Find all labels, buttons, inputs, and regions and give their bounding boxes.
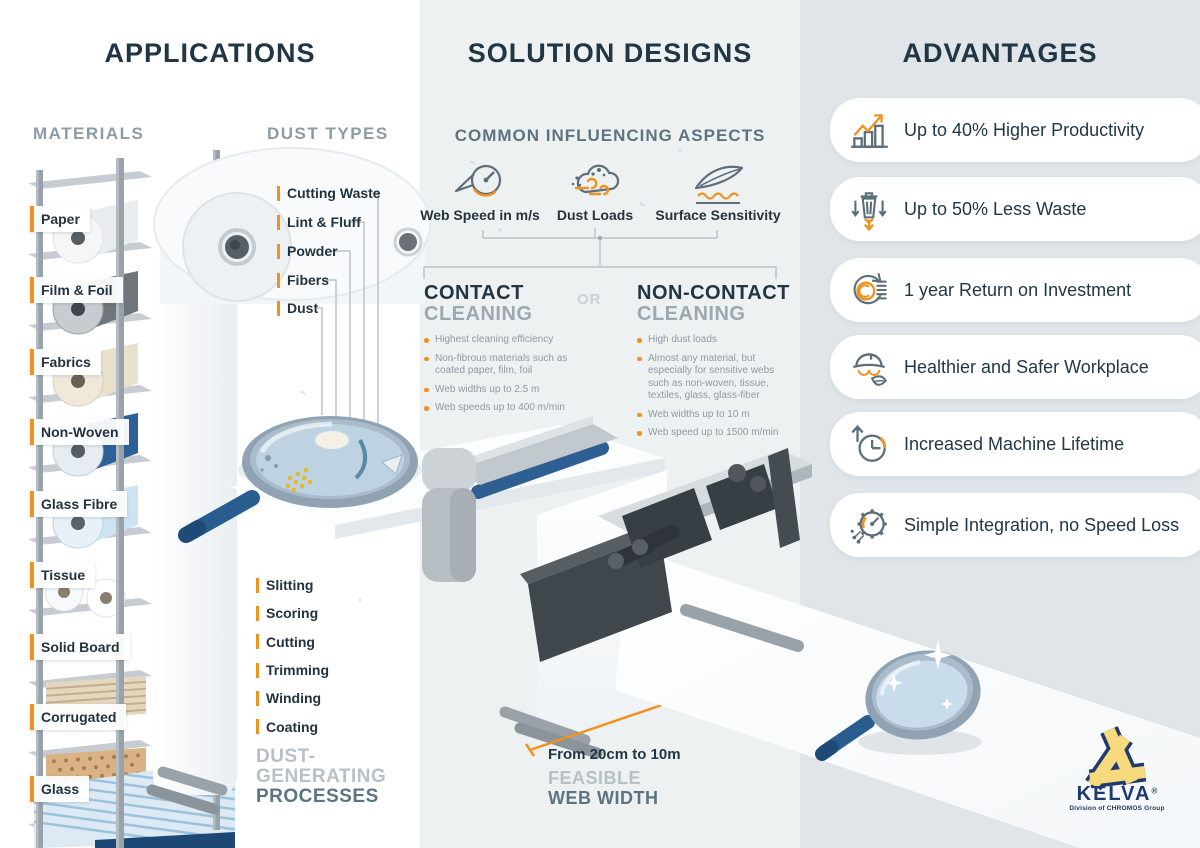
gear-gauge-icon xyxy=(850,509,887,544)
advantage-label: 1 year Return on Investment xyxy=(904,279,1132,300)
speedometer-icon xyxy=(454,164,502,197)
material-label-solid-board: Solid Board xyxy=(30,634,130,660)
processes-caption: DUST- GENERATING PROCESSES xyxy=(256,746,387,807)
bullet: Almost any material, but especially for … xyxy=(637,353,779,403)
waste-bin-icon xyxy=(851,192,887,232)
advantage-card-roi: 1 year Return on Investment xyxy=(830,258,1200,322)
material-label-tissue: Tissue xyxy=(30,562,96,588)
bullet: High dust loads xyxy=(637,334,779,347)
solution-designs-title: SOLUTION DESIGNS xyxy=(467,38,753,68)
dark-end-plate xyxy=(528,534,672,662)
productivity-chart-icon xyxy=(851,114,888,148)
roi-coin-icon xyxy=(853,273,887,305)
or-label: OR xyxy=(577,291,602,308)
contact-cleaning-title: CONTACT xyxy=(424,282,524,304)
blue-roller xyxy=(471,441,609,499)
feather-icon xyxy=(694,165,744,204)
materials-heading: MATERIALS xyxy=(33,124,145,143)
contact-cleaning-subtitle: CLEANING xyxy=(424,303,533,325)
bullet: Web speeds up to 400 m/min xyxy=(424,402,582,415)
aspect-dust-loads: Dust Loads xyxy=(556,207,634,223)
advantage-card-workplace: Healthier and Safer Workplace xyxy=(830,335,1200,399)
advantage-label: Healthier and Safer Workplace xyxy=(904,356,1149,377)
orange-bar xyxy=(277,243,280,259)
web-width-measure xyxy=(524,703,663,757)
advantage-label: Up to 50% Less Waste xyxy=(904,198,1087,219)
material-label-corrugated: Corrugated xyxy=(30,704,127,730)
side-rail xyxy=(768,448,800,548)
clock-up-arrow-icon xyxy=(851,425,887,462)
non-contact-cleaning-bullets: High dust loads Almost any material, but… xyxy=(637,334,779,446)
advantage-label: Simple Integration, no Speed Loss xyxy=(904,514,1180,535)
orange-bar xyxy=(277,185,280,201)
advantage-card-lifetime: Increased Machine Lifetime xyxy=(830,412,1200,476)
advantage-label: Increased Machine Lifetime xyxy=(904,433,1125,454)
process-winding: Winding xyxy=(256,684,329,712)
orange-bar xyxy=(277,300,280,316)
process-trimming: Trimming xyxy=(256,656,329,684)
material-label-film-foil: Film & Foil xyxy=(30,277,123,303)
web-roller xyxy=(146,784,220,815)
kelva-logo-name: KELVA xyxy=(1076,783,1152,805)
sparkles xyxy=(885,641,953,710)
bullet: Web widths up to 10 m xyxy=(637,409,779,422)
advantage-card-less-waste: Up to 50% Less Waste xyxy=(830,177,1200,241)
orange-bar xyxy=(277,272,280,288)
process-scoring: Scoring xyxy=(256,599,329,627)
non-contact-cleaning-title: NON-CONTACT xyxy=(637,282,790,304)
material-label-paper: Paper xyxy=(30,206,90,232)
dust-cloud-icon xyxy=(571,164,620,196)
material-label-glass: Glass xyxy=(30,776,90,802)
process-coating: Coating xyxy=(256,712,329,740)
bullet: Web widths up to 2.5 m xyxy=(424,384,582,397)
dust-particles xyxy=(260,431,403,493)
advantage-card-integration: Simple Integration, no Speed Loss xyxy=(830,493,1200,557)
dust-type-fibers: Fibers xyxy=(277,272,329,288)
material-label-fabrics: Fabrics xyxy=(30,349,101,375)
bullet: Highest cleaning efficiency xyxy=(424,334,582,347)
feasible-web-width-caption: FEASIBLE WEB WIDTH xyxy=(548,768,659,808)
web-width-measure-label: From 20cm to 10m xyxy=(548,746,681,763)
dust-type-lint-fluff: Lint & Fluff xyxy=(277,214,361,230)
advantage-card-productivity: Up to 40% Higher Productivity xyxy=(830,98,1200,162)
aspect-surface-sensitivity: Surface Sensitivity xyxy=(655,207,781,223)
magnifier-lens xyxy=(256,424,404,496)
kelva-logo-mark xyxy=(1085,726,1147,791)
safety-helmet-icon xyxy=(853,353,888,386)
material-label-non-woven: Non-Woven xyxy=(30,419,129,445)
contact-cleaning-bullets: Highest cleaning efficiency Non-fibrous … xyxy=(424,334,582,421)
dust-type-cutting-waste: Cutting Waste xyxy=(277,185,381,201)
paper-roll-large xyxy=(153,147,431,304)
advantages-title: ADVANTAGES xyxy=(902,38,1098,68)
aspect-web-speed: Web Speed in m/s xyxy=(420,207,540,223)
advantage-label: Up to 40% Higher Productivity xyxy=(904,119,1145,140)
registered-mark: ® xyxy=(1151,786,1158,796)
process-slitting: Slitting xyxy=(256,571,329,599)
web-roller xyxy=(157,766,228,796)
common-influencing-aspects-heading: COMMON INFLUENCING ASPECTS xyxy=(454,126,766,145)
dust-generating-processes-list: Slitting Scoring Cutting Trimming Windin… xyxy=(256,571,329,741)
applications-title: APPLICATIONS xyxy=(104,38,316,68)
kelva-logo-tagline: Division of CHROMOS Group xyxy=(1069,805,1165,812)
dust-type-connectors xyxy=(316,192,379,443)
dust-type-powder: Powder xyxy=(277,243,338,259)
magnifier-clean xyxy=(815,641,982,761)
dust-type-dust: Dust xyxy=(277,300,318,316)
aspect-connectors xyxy=(423,228,777,279)
bullet: Web speed up to 1500 m/min xyxy=(637,427,779,440)
orange-bar xyxy=(277,214,280,230)
bullet: Non-fibrous materials such as coated pap… xyxy=(424,353,582,378)
process-cutting: Cutting xyxy=(256,628,329,656)
non-contact-cleaning-machine xyxy=(520,448,812,662)
magnifier-dust xyxy=(178,416,422,543)
dust-types-heading: DUST TYPES xyxy=(267,124,389,143)
material-label-glass-fibre: Glass Fibre xyxy=(30,491,128,517)
glass-edge xyxy=(95,832,235,848)
web-roller xyxy=(680,604,804,652)
non-contact-cleaning-subtitle: CLEANING xyxy=(637,303,746,325)
kelva-logo: KELVA® Division of CHROMOS Group xyxy=(1037,784,1197,812)
magnifier-lens xyxy=(876,660,968,728)
